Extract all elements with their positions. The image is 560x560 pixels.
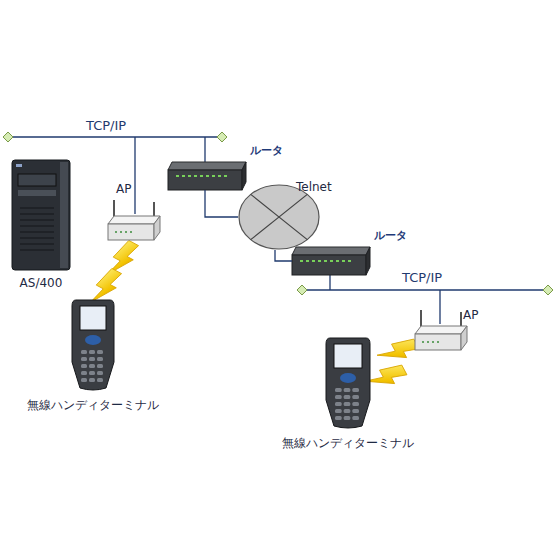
protocol-label: TCP/IP [86, 118, 126, 133]
device-name: ルータ [250, 144, 283, 158]
node-label: 無線ハンディターミナル [27, 398, 159, 412]
network-cloud: Telnet [238, 184, 320, 250]
router-illustration [168, 162, 246, 190]
node-label: AP [463, 308, 478, 322]
device-name: ルータ [374, 229, 407, 243]
router-node: ルータ [168, 162, 246, 190]
bus-end [297, 285, 307, 295]
cloud-illustration [239, 185, 319, 249]
node-outline [72, 300, 114, 392]
node-label: AP [116, 182, 131, 196]
bus-end [217, 132, 227, 142]
node-label: 無線ハンディターミナル [282, 436, 414, 450]
bus-line [8, 136, 222, 138]
node-label: Telnet [296, 180, 332, 194]
network-link [275, 250, 292, 261]
wireless-bolt [376, 334, 420, 370]
router-node: ルータ [292, 247, 370, 275]
access-point-illustration [415, 310, 467, 350]
drop-wire [329, 274, 330, 290]
node-label: AS/400 [20, 276, 63, 290]
drop-wire [204, 137, 205, 164]
protocol-label: TCP/IP [402, 270, 442, 285]
drop-wire [134, 137, 135, 214]
bus-end [543, 285, 553, 295]
handheld-illustration [72, 300, 114, 390]
handheld-terminal: 無線ハンディターミナル [72, 300, 114, 392]
access-point-illustration [108, 200, 160, 240]
bus-line [302, 289, 548, 291]
bus-end [3, 132, 13, 142]
handheld-terminal: 無線ハンディターミナル [326, 338, 370, 430]
handheld-illustration [326, 338, 370, 428]
access-point: AP [108, 212, 160, 240]
node-outline [326, 338, 370, 430]
network-link [205, 190, 238, 217]
server-node: AS/400 [12, 160, 70, 270]
node-outline [12, 160, 70, 270]
node-outline [415, 322, 467, 350]
node-outline [168, 162, 246, 190]
server-illustration [12, 160, 70, 270]
access-point: AP [415, 322, 467, 350]
node-outline [108, 212, 160, 240]
router-illustration [292, 247, 370, 275]
drop-wire [439, 290, 440, 324]
node-outline [292, 247, 370, 275]
